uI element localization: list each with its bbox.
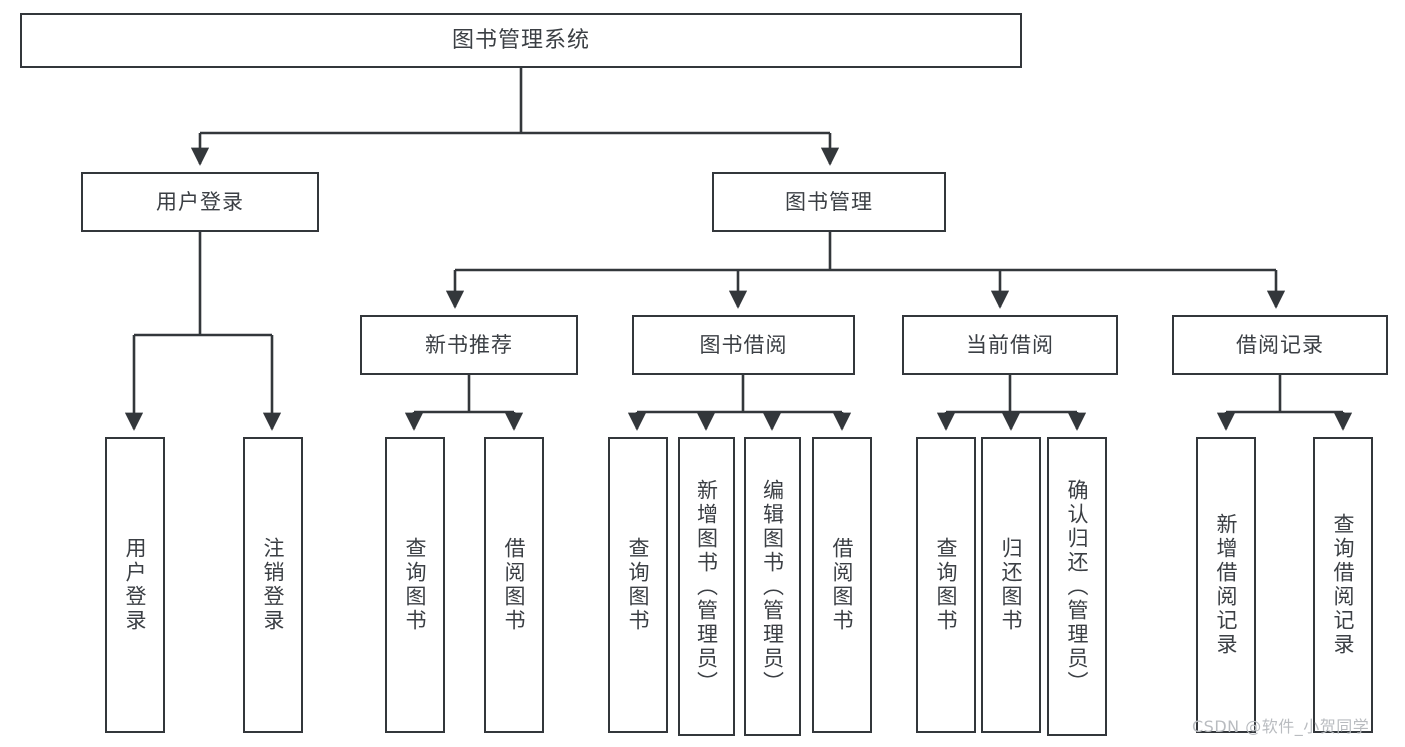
node-图书借阅[interactable]: 图书借阅 xyxy=(632,315,855,375)
leaf-用户登录-of-用户登录[interactable]: 用户登录 xyxy=(105,437,165,733)
leaf-label: 查询借阅记录 xyxy=(1331,513,1356,657)
leaf-label: 新增借阅记录 xyxy=(1214,513,1239,657)
leaf-归还图书-of-当前借阅[interactable]: 归还图书 xyxy=(981,437,1041,733)
leaf-label: 新增图书（管理员） xyxy=(694,478,719,695)
leaf-label: 归还图书 xyxy=(999,537,1024,633)
node-当前借阅[interactable]: 当前借阅 xyxy=(902,315,1118,375)
node-root[interactable]: 图书管理系统 xyxy=(20,13,1022,68)
leaf-新增图书管理员-of-图书借阅[interactable]: 新增图书（管理员） xyxy=(678,437,735,736)
leaf-label: 查询图书 xyxy=(934,537,959,633)
leaf-label: 确认归还（管理员） xyxy=(1065,478,1090,695)
node-借阅记录[interactable]: 借阅记录 xyxy=(1172,315,1388,375)
leaf-label: 借阅图书 xyxy=(502,537,527,633)
node-label: 当前借阅 xyxy=(966,332,1054,357)
leaf-label: 查询图书 xyxy=(403,537,428,633)
node-用户登录[interactable]: 用户登录 xyxy=(81,172,319,232)
node-图书管理[interactable]: 图书管理 xyxy=(712,172,946,232)
leaf-借阅图书-of-图书借阅[interactable]: 借阅图书 xyxy=(812,437,872,733)
leaf-查询图书-of-图书借阅[interactable]: 查询图书 xyxy=(608,437,668,733)
leaf-label: 编辑图书（管理员） xyxy=(760,478,785,695)
leaf-查询借阅记录-of-借阅记录[interactable]: 查询借阅记录 xyxy=(1313,437,1373,733)
node-label: 用户登录 xyxy=(156,189,244,214)
node-label: 借阅记录 xyxy=(1236,332,1324,357)
leaf-label: 用户登录 xyxy=(123,537,148,633)
leaf-label: 查询图书 xyxy=(626,537,651,633)
leaf-借阅图书-of-新书推荐[interactable]: 借阅图书 xyxy=(484,437,544,733)
node-label: 图书管理 xyxy=(785,189,873,214)
leaf-编辑图书管理员-of-图书借阅[interactable]: 编辑图书（管理员） xyxy=(744,437,801,736)
leaf-新增借阅记录-of-借阅记录[interactable]: 新增借阅记录 xyxy=(1196,437,1256,733)
leaf-查询图书-of-新书推荐[interactable]: 查询图书 xyxy=(385,437,445,733)
leaf-查询图书-of-当前借阅[interactable]: 查询图书 xyxy=(916,437,976,733)
leaf-label: 借阅图书 xyxy=(830,537,855,633)
leaf-label: 注销登录 xyxy=(261,537,286,633)
leaf-确认归还管理员-of-当前借阅[interactable]: 确认归还（管理员） xyxy=(1047,437,1107,736)
leaf-注销登录-of-用户登录[interactable]: 注销登录 xyxy=(243,437,303,733)
node-label: 图书借阅 xyxy=(699,332,788,357)
node-root-label: 图书管理系统 xyxy=(451,27,590,53)
node-新书推荐[interactable]: 新书推荐 xyxy=(360,315,578,375)
node-label: 新书推荐 xyxy=(425,332,513,357)
